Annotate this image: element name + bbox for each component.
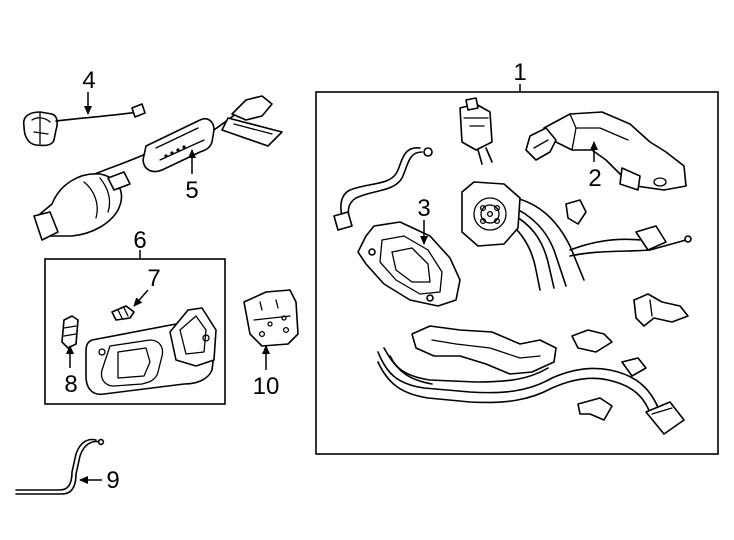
callout-10: 10 xyxy=(253,373,280,400)
callout-2: 2 xyxy=(588,165,601,192)
callout-1: 1 xyxy=(513,59,526,86)
part-2-bracket[interactable] xyxy=(525,111,687,191)
harness-wire-left[interactable] xyxy=(333,147,433,231)
callout-6: 6 xyxy=(133,227,146,254)
leader-7 xyxy=(133,289,149,307)
lower-harness[interactable] xyxy=(377,325,685,435)
harness-pigtail-right[interactable] xyxy=(569,225,692,257)
part-5-portable-charger[interactable] xyxy=(33,95,283,241)
assembly-6-box xyxy=(44,258,226,405)
harness-connector-top[interactable] xyxy=(459,97,493,165)
callout-9: 9 xyxy=(106,467,119,494)
part-6-charge-door[interactable] xyxy=(85,307,217,396)
callout-5: 5 xyxy=(185,177,198,204)
part-8-actuator[interactable] xyxy=(61,315,79,349)
part-10-plate[interactable] xyxy=(243,289,299,347)
small-bracket-right[interactable] xyxy=(633,293,689,327)
part-9-rod[interactable] xyxy=(15,438,105,495)
callout-8: 8 xyxy=(64,371,77,398)
charge-inlet[interactable] xyxy=(461,181,587,291)
assembly-1-box xyxy=(315,91,719,455)
part-3-port-housing[interactable] xyxy=(357,221,461,307)
callout-4: 4 xyxy=(82,67,95,94)
part-7-clip[interactable] xyxy=(111,305,135,321)
part-4-cable-clip[interactable] xyxy=(22,103,146,147)
callout-7: 7 xyxy=(147,265,160,292)
callout-3: 3 xyxy=(417,195,430,222)
